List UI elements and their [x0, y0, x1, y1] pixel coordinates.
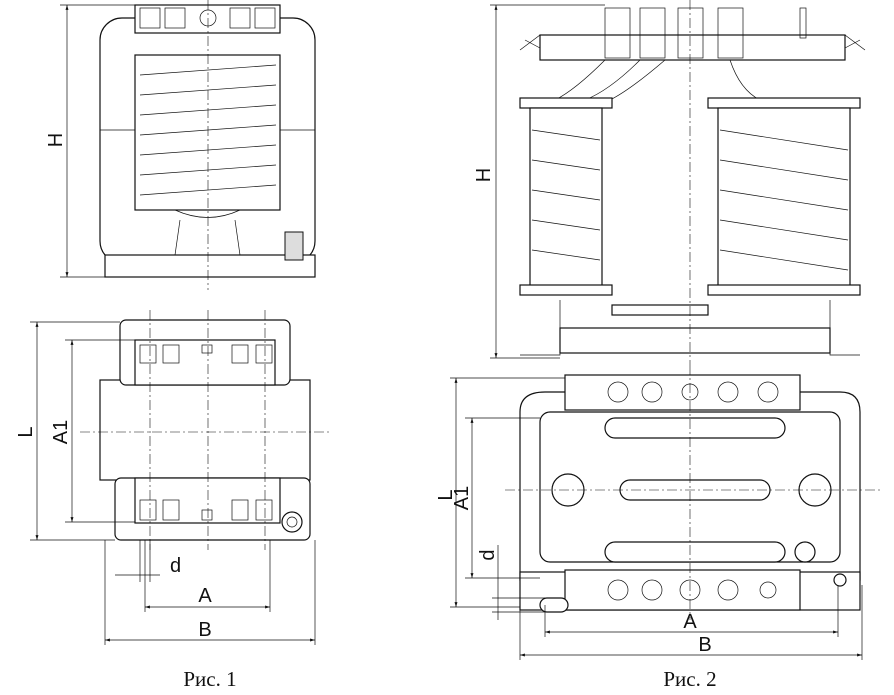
fig1-label-L: L	[15, 426, 37, 437]
fig2-terminals	[607, 381, 779, 601]
fig2-label-A: A	[683, 611, 697, 633]
fig2-label-B: B	[698, 634, 711, 656]
fig1-label-H: H	[45, 133, 67, 147]
figure-1: H L	[15, 0, 330, 691]
fig1-label-A: A	[198, 585, 212, 607]
fig1-caption: Рис. 1	[183, 667, 236, 691]
fig2-label-A1: A1	[451, 486, 473, 510]
fig1-label-B: B	[198, 619, 211, 641]
fig1-plan-view	[80, 310, 330, 550]
fig2-label-d: d	[477, 549, 499, 560]
fig2-label-H: H	[473, 168, 495, 182]
fig2-coil-windings	[531, 129, 849, 271]
fig1-label-d: d	[170, 555, 181, 577]
fig2-dimensions-plan: L A1 d A B	[435, 377, 863, 660]
fig2-label-L: L	[435, 489, 457, 500]
fig2-caption: Рис. 2	[663, 667, 716, 691]
fig2-dimension-H: H	[473, 4, 605, 359]
fig1-dimensions-plan: L A1 d A B	[15, 321, 316, 645]
fig1-dimension-H: H	[45, 4, 135, 278]
fig1-label-A1: A1	[50, 420, 72, 444]
fig1-side-view	[99, 0, 316, 290]
figure-2: H L A1	[435, 0, 880, 691]
fig2-side-view	[519, 0, 866, 365]
fig2-plan-view	[505, 365, 880, 620]
